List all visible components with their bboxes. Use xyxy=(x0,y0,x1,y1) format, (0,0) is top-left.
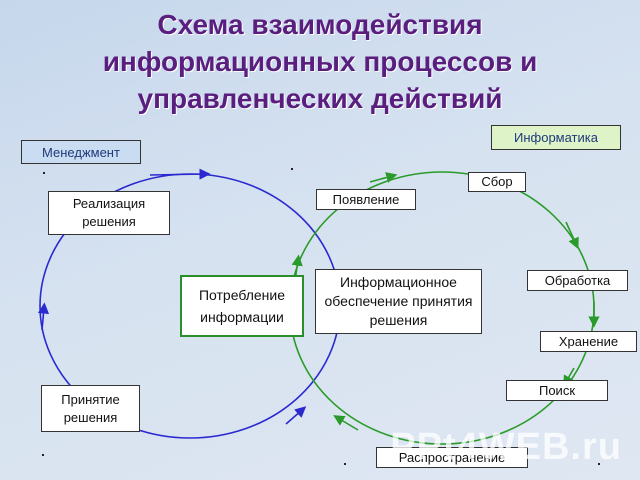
informatics-arrow-upper-right xyxy=(565,221,579,250)
marker-dot xyxy=(598,463,600,465)
category-management: Менеджмент xyxy=(21,140,141,164)
title-line-2: информационных процессов и xyxy=(102,46,538,77)
marker-dot xyxy=(291,168,293,170)
node-distribution: Распространение xyxy=(376,447,528,468)
node-info-support: Информационное обеспечение принятия реше… xyxy=(315,269,482,334)
node-collection: Сбор xyxy=(468,172,526,192)
informatics-arrow-lower-right xyxy=(563,367,575,387)
management-arrow-bottom xyxy=(285,406,307,425)
management-arrow-top xyxy=(149,168,211,180)
marker-dot xyxy=(42,454,44,456)
marker-dot xyxy=(344,463,346,465)
node-search: Поиск xyxy=(506,380,608,401)
title-line-1: Схема взаимодействия xyxy=(157,9,483,40)
node-appearance: Появление xyxy=(316,189,416,210)
node-realization: Реализация решения xyxy=(48,191,170,235)
informatics-arrow-top xyxy=(369,172,398,183)
watermark: PPt4WEB.ru xyxy=(390,426,622,468)
node-decision: Принятие решения xyxy=(41,385,140,432)
informatics-arrow-bottom xyxy=(333,415,359,431)
category-informatics: Информатика xyxy=(491,125,621,150)
page-title: Схема взаимодействия информационных проц… xyxy=(0,6,640,117)
node-processing: Обработка xyxy=(527,270,628,291)
node-consumption: Потребление информации xyxy=(180,275,304,337)
marker-dot xyxy=(43,172,45,174)
management-arrow-left xyxy=(37,302,50,331)
title-line-3: управленческих действий xyxy=(137,83,503,114)
node-storage: Хранение xyxy=(540,331,637,352)
